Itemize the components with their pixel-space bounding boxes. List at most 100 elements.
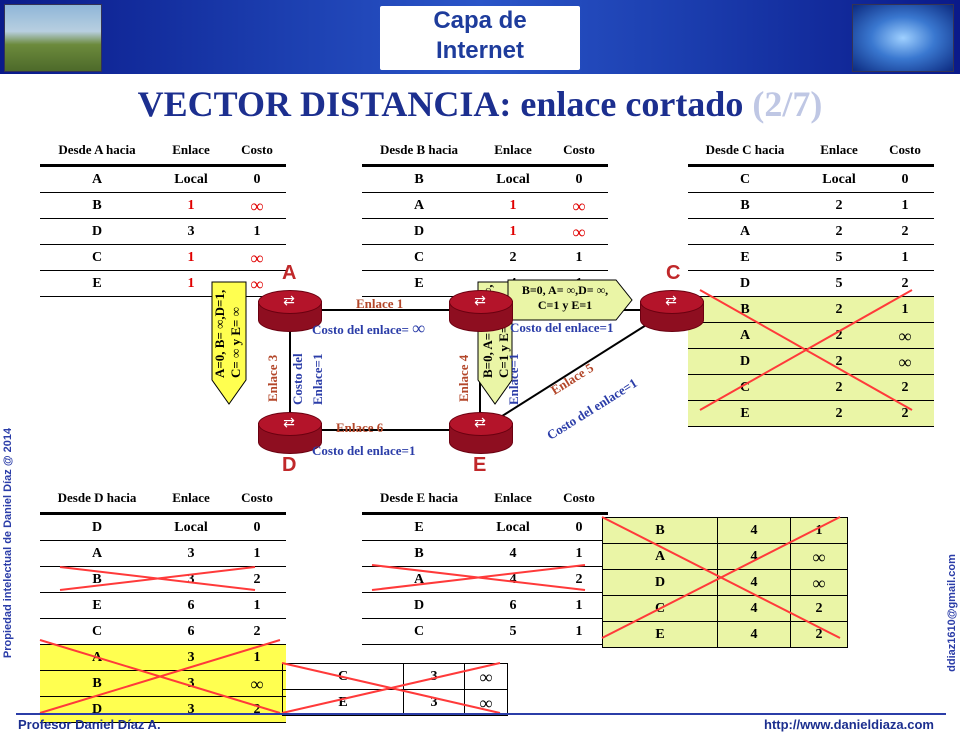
node-label-d: D xyxy=(282,454,297,476)
table-header: Desde E hacia xyxy=(362,483,476,514)
cell: 2 xyxy=(876,400,934,427)
banner-title-line1: Capa de xyxy=(433,7,527,34)
table-header: Enlace xyxy=(154,135,228,166)
cell: E xyxy=(40,270,154,297)
cell: B xyxy=(688,192,802,219)
cell: Local xyxy=(154,164,228,193)
table-header: Costo xyxy=(228,483,286,514)
router-d[interactable]: ⇄ xyxy=(258,412,322,454)
router-a[interactable]: ⇄ xyxy=(258,290,322,332)
cross-line xyxy=(699,289,913,411)
cross-line xyxy=(39,639,281,714)
router-arrows-icon: ⇄ xyxy=(283,415,295,431)
message-from-b-line1: B=0, A= ∞,D= ∞, xyxy=(521,283,609,297)
node-label-e: E xyxy=(473,454,487,476)
cross-line xyxy=(59,566,256,591)
node-label-c: C xyxy=(666,262,681,284)
link-5 xyxy=(479,309,671,431)
cell: C xyxy=(362,618,476,645)
cell: Local xyxy=(476,164,550,193)
link-1-cost: Costo del enlace= ∞ xyxy=(312,319,425,338)
cell: 3 xyxy=(154,696,228,723)
router-arrows-icon: ⇄ xyxy=(665,293,677,309)
cell: B xyxy=(362,164,476,193)
node-label-a: A xyxy=(282,262,297,284)
cell: A xyxy=(40,540,154,567)
banner-photo xyxy=(4,4,102,72)
cell: ∞ xyxy=(228,670,286,697)
table-header: Costo xyxy=(228,135,286,166)
cell: C xyxy=(40,244,154,271)
router-c[interactable]: ⇄ xyxy=(640,290,704,332)
cell: B xyxy=(688,296,802,323)
link-6-cost: Costo del enlace=1 xyxy=(312,443,416,458)
router-arrows-icon: ⇄ xyxy=(474,293,486,309)
cell: ∞ xyxy=(464,689,508,716)
table-header: Costo xyxy=(550,135,608,166)
cell: ∞ xyxy=(790,569,848,596)
cell: A xyxy=(40,644,154,671)
router-e[interactable]: ⇄ xyxy=(449,412,513,454)
cell: Local xyxy=(476,512,550,541)
cell: 1 xyxy=(550,618,608,645)
cell: ∞ xyxy=(228,192,286,219)
cell: D xyxy=(688,348,802,375)
footer-divider xyxy=(16,713,946,715)
cell: C xyxy=(688,374,802,401)
cell: C xyxy=(688,164,802,193)
cell: E xyxy=(362,270,476,297)
cell: 2 xyxy=(802,218,876,245)
cell: D xyxy=(40,512,154,541)
cell: D xyxy=(40,696,154,723)
cross-line xyxy=(371,564,586,591)
table-header: Costo xyxy=(876,135,934,166)
cell: 5 xyxy=(802,244,876,271)
cell: Local xyxy=(154,512,228,541)
footer-url[interactable]: http://www.danieldiaza.com xyxy=(764,717,934,732)
cell: C xyxy=(362,244,476,271)
router-b[interactable]: ⇄ xyxy=(449,290,513,332)
message-arrow-from-a xyxy=(211,281,247,405)
cell: E xyxy=(282,689,404,716)
cell: 2 xyxy=(790,621,848,648)
footer-author: Profesor Daniel Díaz A. xyxy=(18,717,161,732)
cell: E xyxy=(602,621,718,648)
cross-line xyxy=(281,662,501,714)
cell: ∞ xyxy=(550,218,608,245)
message-from-b: B=0, A= ∞,D= ∞, C=1 y E=1 xyxy=(510,283,620,313)
header-banner: Capa de Internet xyxy=(0,0,960,74)
cell: 2 xyxy=(876,218,934,245)
link-6-label: Enlace 6 xyxy=(336,420,384,435)
banner-brain-image xyxy=(852,4,954,72)
cell: 1 xyxy=(154,192,228,219)
cell: 1 xyxy=(476,218,550,245)
link-1-cost-text: Costo del enlace= xyxy=(312,322,409,337)
cell: E xyxy=(688,400,802,427)
table-header: Desde C hacia xyxy=(688,135,802,166)
cell: 2 xyxy=(802,322,876,349)
cross-line xyxy=(601,516,841,639)
table-row: C42 xyxy=(602,595,848,622)
router-arrows-icon: ⇄ xyxy=(474,415,486,431)
link-2-cost: Costo del enlace=1 xyxy=(510,320,614,335)
router-arrows-icon: ⇄ xyxy=(283,293,295,309)
cell: A xyxy=(688,322,802,349)
link-1-label: Enlace 1 xyxy=(356,296,404,311)
table-header: Enlace xyxy=(802,135,876,166)
page-indicator: (2/7) xyxy=(752,84,823,124)
table-header: Enlace xyxy=(154,483,228,514)
